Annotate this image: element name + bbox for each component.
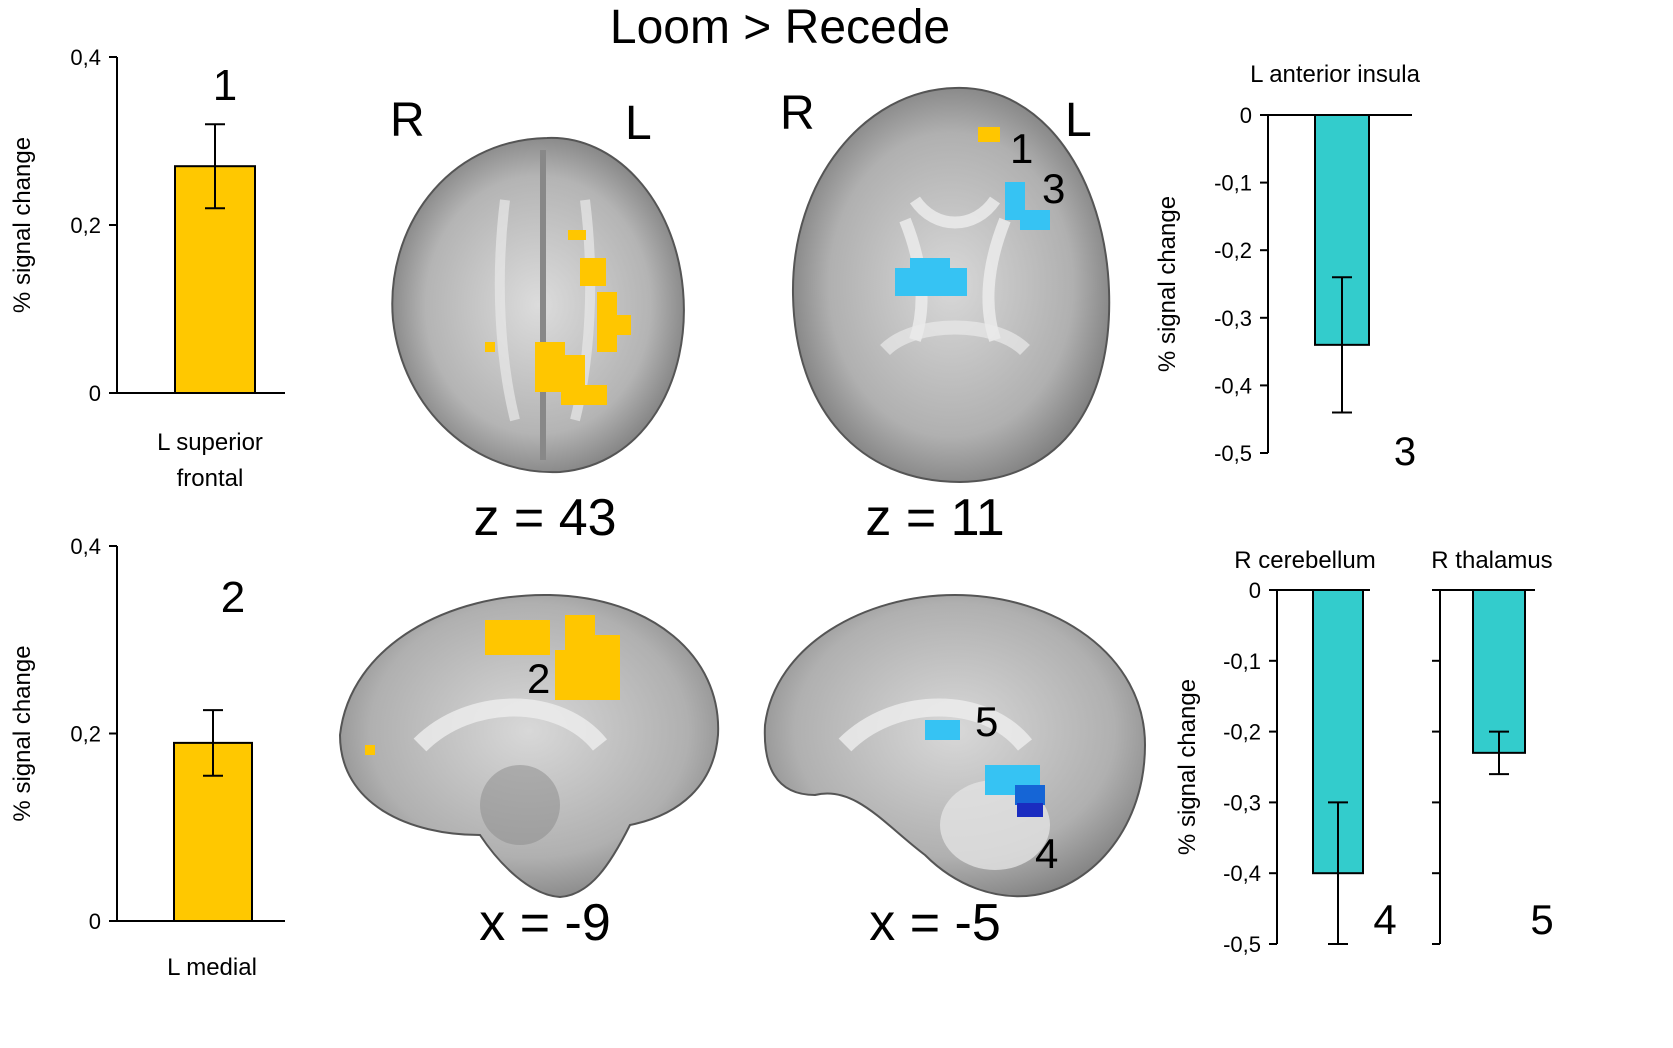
brain-outline [391, 136, 685, 474]
chart-3: 0 -0,1 -0,2 -0,3 -0,4 -0,5 % signal change L an… [1154, 61, 1421, 474]
left-marker-z43: L [625, 97, 652, 150]
category-label: L medial [167, 954, 257, 981]
panel-number: 5 [1530, 896, 1553, 943]
y-tick-label: 0 [89, 909, 101, 934]
chart-5-axes: R thalamus 5 [1431, 547, 1554, 945]
chart-title: R thalamus [1431, 547, 1552, 574]
y-tick-label: 0,4 [70, 534, 101, 559]
y-tick-label: 0,2 [70, 722, 101, 747]
category-label: frontal [177, 465, 244, 492]
y-tick-label: -0,5 [1223, 932, 1261, 957]
y-tick-label: 0,4 [70, 45, 101, 70]
bar [1472, 589, 1526, 754]
y-tick-label: -0,1 [1214, 171, 1252, 196]
y-tick-label: -0,4 [1223, 861, 1261, 886]
right-marker-z11: R [780, 87, 815, 140]
figure-title: Loom > Recede [609, 1, 951, 54]
slice-label-z11: z = 11 [865, 489, 1005, 547]
y-tick-label: -0,2 [1214, 238, 1252, 263]
region-marker-1: 1 [1010, 125, 1034, 172]
chart-4-axes: 0 -0,1 -0,2 -0,3 -0,4 -0,5 % signal change R ce… [1174, 547, 1397, 957]
panel-number: 3 [1394, 430, 1416, 474]
activation-clusters [925, 720, 1045, 817]
y-tick-label: -0,5 [1214, 441, 1252, 466]
slice-label-x5: x = -5 [869, 894, 1001, 952]
region-marker-5: 5 [975, 698, 999, 745]
chart-4: 0 -0,1 -0,2 -0,3 -0,4 -0,5 % signal change R ce… [1174, 547, 1397, 957]
y-tick-label: 0,2 [70, 213, 101, 238]
y-tick-label: 0 [1240, 103, 1252, 128]
y-tick-label: -0,2 [1223, 720, 1261, 745]
left-marker-z11: L [1065, 94, 1092, 147]
activation-clusters [485, 230, 631, 405]
chart-3-axes: 0 -0,1 -0,2 -0,3 -0,4 -0,5 % signal change L an… [1154, 61, 1421, 474]
category-label: L superior [157, 429, 263, 456]
brain-slice-axial-z11 [791, 86, 1111, 484]
brain-outline [763, 593, 1147, 898]
chart-5: R thalamus 5 [1431, 547, 1554, 945]
region-marker-2: 2 [527, 655, 551, 702]
y-axis-label: % signal change [1174, 679, 1201, 855]
y-tick-label: -0,1 [1223, 649, 1261, 674]
region-marker-4: 4 [1035, 830, 1059, 877]
panel-number: 2 [221, 573, 245, 622]
activation-clusters [365, 615, 620, 755]
y-tick-label: -0,4 [1214, 373, 1252, 398]
chart-1: 0 0,2 0,4 % signal change 1 L superior frontal [9, 45, 285, 492]
panel-number: 1 [213, 61, 237, 110]
slice-label-x9: x = -9 [479, 894, 611, 952]
y-axis-label: % signal change [9, 645, 36, 821]
panel-number: 4 [1373, 896, 1396, 943]
right-marker-z43: R [390, 94, 425, 147]
chart-title: R cerebellum [1234, 547, 1375, 574]
chart-title: L anterior insula [1250, 61, 1421, 88]
y-tick-label: -0,3 [1214, 306, 1252, 331]
brain-slice-sagittal-x5 [763, 593, 1147, 898]
y-tick-label: -0,3 [1223, 790, 1261, 815]
activation-clusters [895, 127, 1050, 296]
y-axis-label: % signal change [1154, 196, 1181, 372]
brain-outline [338, 593, 720, 899]
y-tick-label: 0 [1249, 578, 1261, 603]
chart-1-axes: 0 0,2 0,4 % signal change 1 L superior frontal [9, 45, 285, 492]
slice-label-z43: z = 43 [473, 489, 617, 547]
y-axis-label: % signal change [9, 137, 36, 313]
region-marker-3: 3 [1042, 165, 1066, 212]
brain-slice-sagittal-x9 [338, 593, 720, 899]
chart-2: 0 0,2 0,4 % signal change 2 L medial [9, 534, 285, 981]
chart-2-axes: 0 0,2 0,4 % signal change 2 L medial [9, 534, 285, 981]
brain-slice-axial-z43 [391, 136, 685, 474]
y-tick-label: 0 [89, 381, 101, 406]
